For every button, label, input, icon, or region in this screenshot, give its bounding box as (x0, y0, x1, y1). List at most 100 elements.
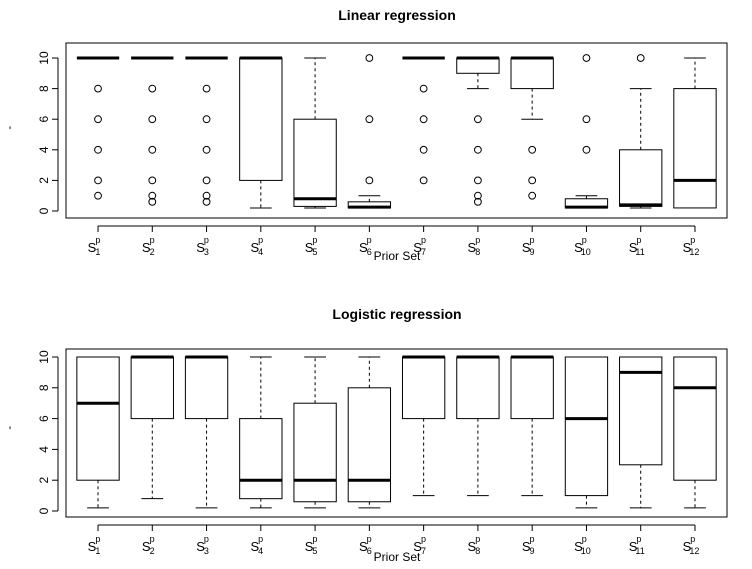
y-tick-label: 4 (37, 446, 51, 453)
outlier-point (148, 84, 157, 93)
outlier-point (94, 176, 102, 185)
outlier-point (528, 191, 537, 200)
outlier-point (528, 176, 537, 185)
outlier-point (202, 84, 211, 93)
outlier-point (148, 176, 157, 185)
outlier-point (419, 145, 428, 154)
box-12 (673, 57, 717, 209)
outlier-point (419, 115, 428, 124)
box-2 (131, 56, 174, 206)
box-iqr (130, 356, 174, 420)
outlier-point (94, 84, 102, 93)
y-axis-label: ' (9, 124, 11, 138)
y-tick-label: 10 (37, 350, 51, 364)
outlier-point (202, 145, 211, 154)
box-2 (130, 355, 174, 500)
box-11 (619, 54, 663, 209)
plot-frame (65, 348, 728, 518)
outlier-point (148, 197, 157, 206)
outlier-point (202, 191, 211, 200)
box-iqr (239, 418, 283, 500)
box-iqr (564, 356, 609, 497)
box-3 (184, 355, 229, 509)
box-8 (456, 56, 500, 206)
box-1 (76, 356, 120, 509)
box-4 (239, 356, 283, 509)
box-iqr (401, 356, 446, 420)
outlier-point (474, 197, 482, 206)
outlier-point (582, 54, 591, 62)
box-iqr (76, 356, 120, 481)
box-iqr (184, 356, 229, 420)
box-10 (564, 356, 609, 509)
box-iqr (293, 118, 337, 207)
box-8 (456, 355, 500, 497)
box-7 (401, 355, 446, 497)
outlier-point (365, 54, 374, 62)
x-axis-label: Prior Set (374, 249, 421, 263)
box-7 (402, 56, 445, 185)
chart-panel-logistic: Logistic regression ' Prior Set 0246810S… (9, 306, 728, 564)
y-tick-label: 8 (37, 384, 51, 391)
outlier-point (94, 191, 102, 200)
outlier-point (365, 115, 374, 124)
outlier-point (419, 84, 428, 93)
outlier-point (582, 115, 591, 124)
box-iqr (673, 88, 717, 209)
outlier-point (202, 197, 211, 206)
box-10 (564, 54, 609, 209)
outlier-point (148, 115, 157, 124)
plot-frame (65, 42, 728, 219)
outlier-point (365, 176, 374, 185)
outlier-point (94, 115, 102, 124)
x-axis-label: Prior Set (374, 550, 421, 564)
box-iqr (239, 57, 283, 181)
y-tick-label: 8 (37, 85, 51, 92)
outlier-point (582, 145, 591, 154)
outlier-point (636, 54, 645, 62)
box-iqr (619, 356, 663, 466)
outlier-point (419, 176, 428, 185)
y-tick-label: 6 (37, 415, 51, 422)
y-tick-label: 10 (37, 51, 51, 65)
outlier-point (148, 145, 157, 154)
y-tick-label: 6 (37, 116, 51, 123)
chart-title: Logistic regression (332, 306, 461, 322)
box-6 (347, 356, 392, 509)
outlier-point (148, 191, 157, 200)
outlier-point (474, 176, 482, 185)
chart-title: Linear regression (338, 7, 456, 23)
box-4 (239, 56, 283, 209)
box-iqr (510, 57, 554, 90)
box-5 (293, 356, 337, 509)
outlier-point (202, 115, 211, 124)
y-tick-label: 2 (37, 177, 51, 184)
outlier-point (528, 145, 537, 154)
y-tick-label: 4 (37, 146, 51, 153)
box-1 (76, 56, 120, 200)
y-tick-label: 0 (37, 207, 51, 214)
box-5 (293, 57, 337, 209)
box-iqr (347, 387, 392, 503)
box-iqr (456, 356, 500, 420)
box-11 (619, 356, 663, 509)
